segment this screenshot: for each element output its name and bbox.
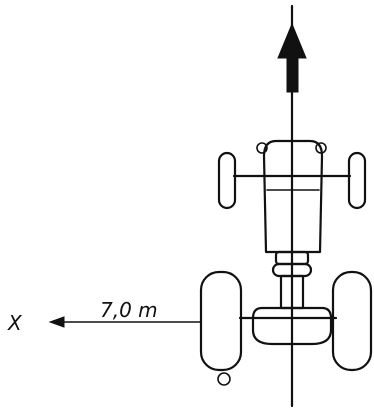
direction-arrow bbox=[277, 22, 307, 93]
tractor-hood bbox=[262, 139, 324, 254]
hitch-knob bbox=[217, 372, 231, 386]
rear-right-wheel bbox=[331, 270, 373, 372]
rear-body bbox=[251, 306, 333, 346]
rear-left-wheel bbox=[199, 270, 243, 372]
distance-arrow bbox=[48, 316, 201, 328]
distance-label: 7,0 m bbox=[100, 298, 158, 322]
point-label: X bbox=[7, 311, 23, 335]
front-right-wheel bbox=[347, 151, 367, 210]
left-headlight bbox=[256, 142, 268, 154]
front-left-wheel bbox=[217, 151, 237, 210]
